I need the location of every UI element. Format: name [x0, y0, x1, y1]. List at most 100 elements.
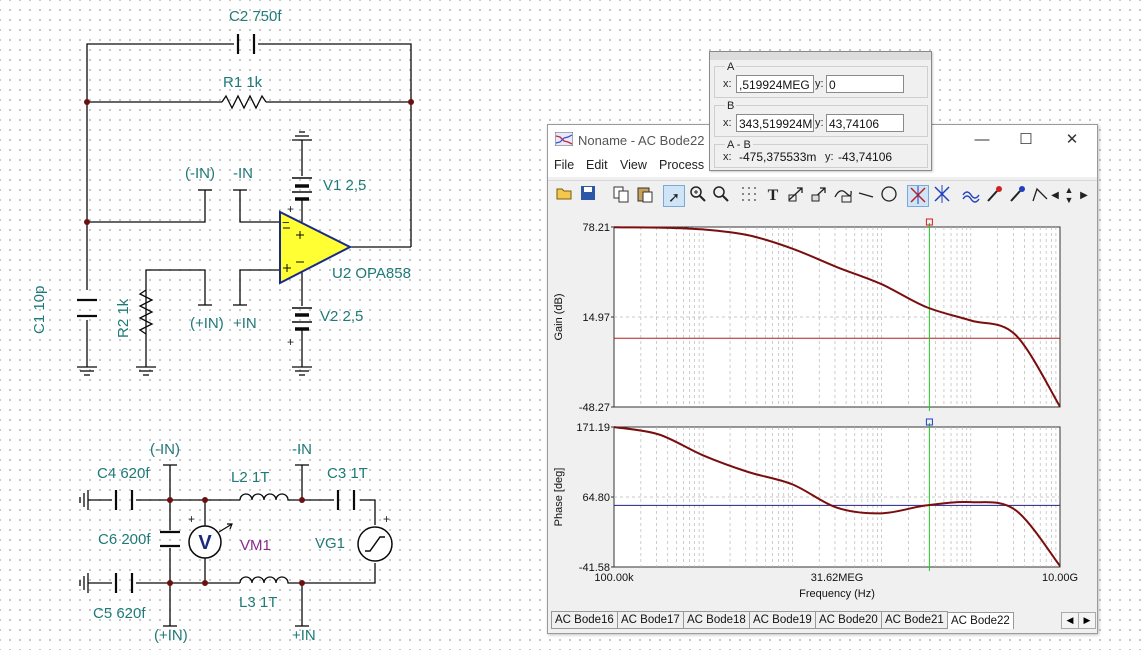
cursor-b-label: B	[725, 100, 737, 112]
cursor-b-icon[interactable]	[931, 185, 953, 207]
label-in-pos-paren: (+IN)	[190, 315, 224, 332]
menu-edit[interactable]: Edit	[586, 158, 608, 172]
bode-app-icon	[555, 132, 573, 146]
cursor-b-y-field[interactable]: 43,74106	[826, 114, 904, 132]
label-in-neg-2: -IN	[292, 441, 312, 458]
label-u2: U2 OPA858	[332, 265, 411, 282]
maximize-button[interactable]: ☐	[1019, 131, 1033, 148]
resistor-r1[interactable]	[221, 94, 267, 110]
close-button[interactable]: ✕	[1065, 131, 1079, 148]
menu-process[interactable]: Process	[659, 158, 705, 172]
wire	[86, 43, 234, 222]
opamp-u2[interactable]	[279, 210, 353, 285]
cursor-b-x-field[interactable]: 343,519924M	[736, 114, 814, 132]
tab-ac-bode17[interactable]: AC Bode17	[617, 611, 684, 629]
minimize-button[interactable]: —	[974, 131, 990, 148]
capacitor-c3[interactable]	[336, 490, 356, 510]
equation-icon[interactable]	[832, 185, 854, 207]
copy-icon[interactable]	[610, 185, 632, 207]
capacitor-c6[interactable]	[160, 530, 180, 548]
y-tick-label: 14.97	[582, 312, 610, 324]
battery-v1[interactable]	[292, 177, 312, 201]
tab-ac-bode19[interactable]: AC Bode19	[749, 611, 816, 629]
tab-ac-bode18[interactable]: AC Bode18	[683, 611, 750, 629]
voltmeter-vm1[interactable]	[188, 525, 222, 559]
menu-file[interactable]: File	[554, 158, 575, 172]
capacitor-c4[interactable]	[114, 490, 134, 510]
plus-sign-v2: +	[287, 335, 295, 349]
circle-icon[interactable]	[878, 185, 900, 207]
label-in-pos: +IN	[233, 315, 257, 332]
scroll-right-icon[interactable]: ▶	[1080, 190, 1088, 201]
toolbar: ➚ T ◀ ▲▼ ▶	[548, 180, 1097, 213]
line-icon[interactable]	[855, 185, 877, 207]
cursor-marker	[925, 418, 933, 426]
marker-icon[interactable]	[983, 185, 1005, 207]
label-c5: C5 620f	[93, 605, 146, 622]
capacitor-c1[interactable]	[77, 298, 97, 318]
y-tick-label: -41.58	[579, 562, 610, 574]
scroll-left-icon[interactable]: ◀	[1051, 190, 1059, 201]
wave-icon[interactable]	[960, 185, 982, 207]
cursor-a-y-label: y:	[815, 78, 824, 90]
battery-v2[interactable]	[292, 307, 312, 331]
voltmeter-symbol: V	[198, 532, 212, 554]
voltmeter-arrow-icon	[218, 523, 233, 533]
capacitor-c5[interactable]	[114, 573, 134, 593]
tab-next-button[interactable]: ▶	[1078, 612, 1096, 629]
x-tick-label: 100.00k	[594, 572, 634, 584]
text-icon[interactable]: T	[767, 187, 779, 204]
cursor-b-y-label: y:	[815, 117, 824, 129]
opamp-terminals	[283, 227, 304, 272]
tangent-icon[interactable]	[1029, 185, 1051, 207]
zoom-100-icon[interactable]	[710, 185, 732, 207]
pointer-icon[interactable]: ➚	[663, 185, 685, 207]
grid-lines	[640, 427, 1057, 567]
open-icon[interactable]	[554, 185, 576, 207]
cursor-b-group: B x: 343,519924M y: 43,74106	[714, 100, 928, 137]
scroll-updown-icon[interactable]: ▲▼	[1064, 185, 1074, 205]
tab-ac-bode22[interactable]: AC Bode22	[947, 612, 1014, 629]
label-c3: C3 1T	[327, 465, 368, 482]
cursor-a-x-field[interactable]: ,519924MEG	[736, 75, 814, 93]
capacitor-c2[interactable]	[236, 34, 256, 54]
label-l2: L2 1T	[231, 469, 270, 486]
label-l3: L3 1T	[239, 594, 278, 611]
ground-symbols	[77, 131, 312, 376]
y-tick-label: 78.21	[582, 222, 610, 234]
vm1-plus-sign: +	[188, 512, 196, 526]
tab-ac-bode16[interactable]: AC Bode16	[551, 611, 618, 629]
tab-ac-bode21[interactable]: AC Bode21	[881, 611, 948, 629]
tab-ac-bode20[interactable]: AC Bode20	[815, 611, 882, 629]
cursor-readout-panel[interactable]: A x: ,519924MEG y: 0 B x: 343,519924M y:…	[709, 51, 932, 171]
label-icon[interactable]	[785, 185, 807, 207]
label2-icon[interactable]	[808, 185, 830, 207]
cursor-a-icon[interactable]	[907, 185, 929, 207]
paste-icon[interactable]	[634, 185, 656, 207]
inductor-l3[interactable]	[239, 576, 290, 584]
cursor-diff-y-label: y:	[825, 151, 834, 163]
label-in-neg: -IN	[233, 165, 253, 182]
cursor-a-y-field[interactable]: 0	[826, 75, 904, 93]
inductor-l2[interactable]	[239, 493, 290, 501]
label-in-pos-2: +IN	[292, 627, 316, 644]
label-v1: V1 2,5	[323, 177, 367, 194]
cursor-marker	[925, 218, 933, 226]
zoom-icon[interactable]	[687, 185, 709, 207]
y-tick-label: 171.19	[576, 422, 610, 434]
bode-window[interactable]: Noname - AC Bode22 — ☐ ✕ File Edit View …	[547, 124, 1098, 634]
menu-view[interactable]: View	[620, 158, 647, 172]
dropper-icon[interactable]	[1006, 185, 1028, 207]
resistor-r2[interactable]	[138, 289, 154, 335]
panel-header[interactable]	[710, 52, 931, 60]
grid-icon[interactable]	[738, 185, 760, 207]
tab-prev-button[interactable]: ◀	[1061, 612, 1079, 629]
window-title: Noname - AC Bode22	[578, 133, 705, 148]
save-icon[interactable]	[577, 185, 599, 207]
label-in-neg-paren-2: (-IN)	[150, 441, 180, 458]
tab-strip: AC Bode16 AC Bode17 AC Bode18 AC Bode19 …	[551, 611, 1097, 629]
wire	[87, 190, 206, 223]
cursor-a-label: A	[725, 61, 737, 73]
